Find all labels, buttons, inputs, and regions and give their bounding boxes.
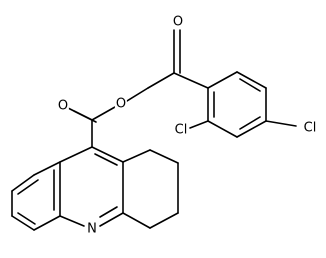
chlorine-para-label: Cl [302, 120, 318, 136]
ketone-group [173, 29, 209, 89]
ring-nitrogen-label: N [86, 221, 98, 237]
ester-carbonyl-oxygen-label: O [56, 98, 70, 114]
ester-group [67, 72, 175, 148]
dichlorophenyl-ring [189, 71, 297, 138]
ester-oxygen-label: O [114, 96, 128, 112]
cyclohexane-ring [122, 149, 179, 229]
chlorine-ortho-label: Cl [173, 122, 189, 138]
pyridine-ring [59, 146, 124, 227]
benzene-ring-left [11, 161, 61, 231]
carbonyl-oxygen-label: O [171, 14, 185, 30]
